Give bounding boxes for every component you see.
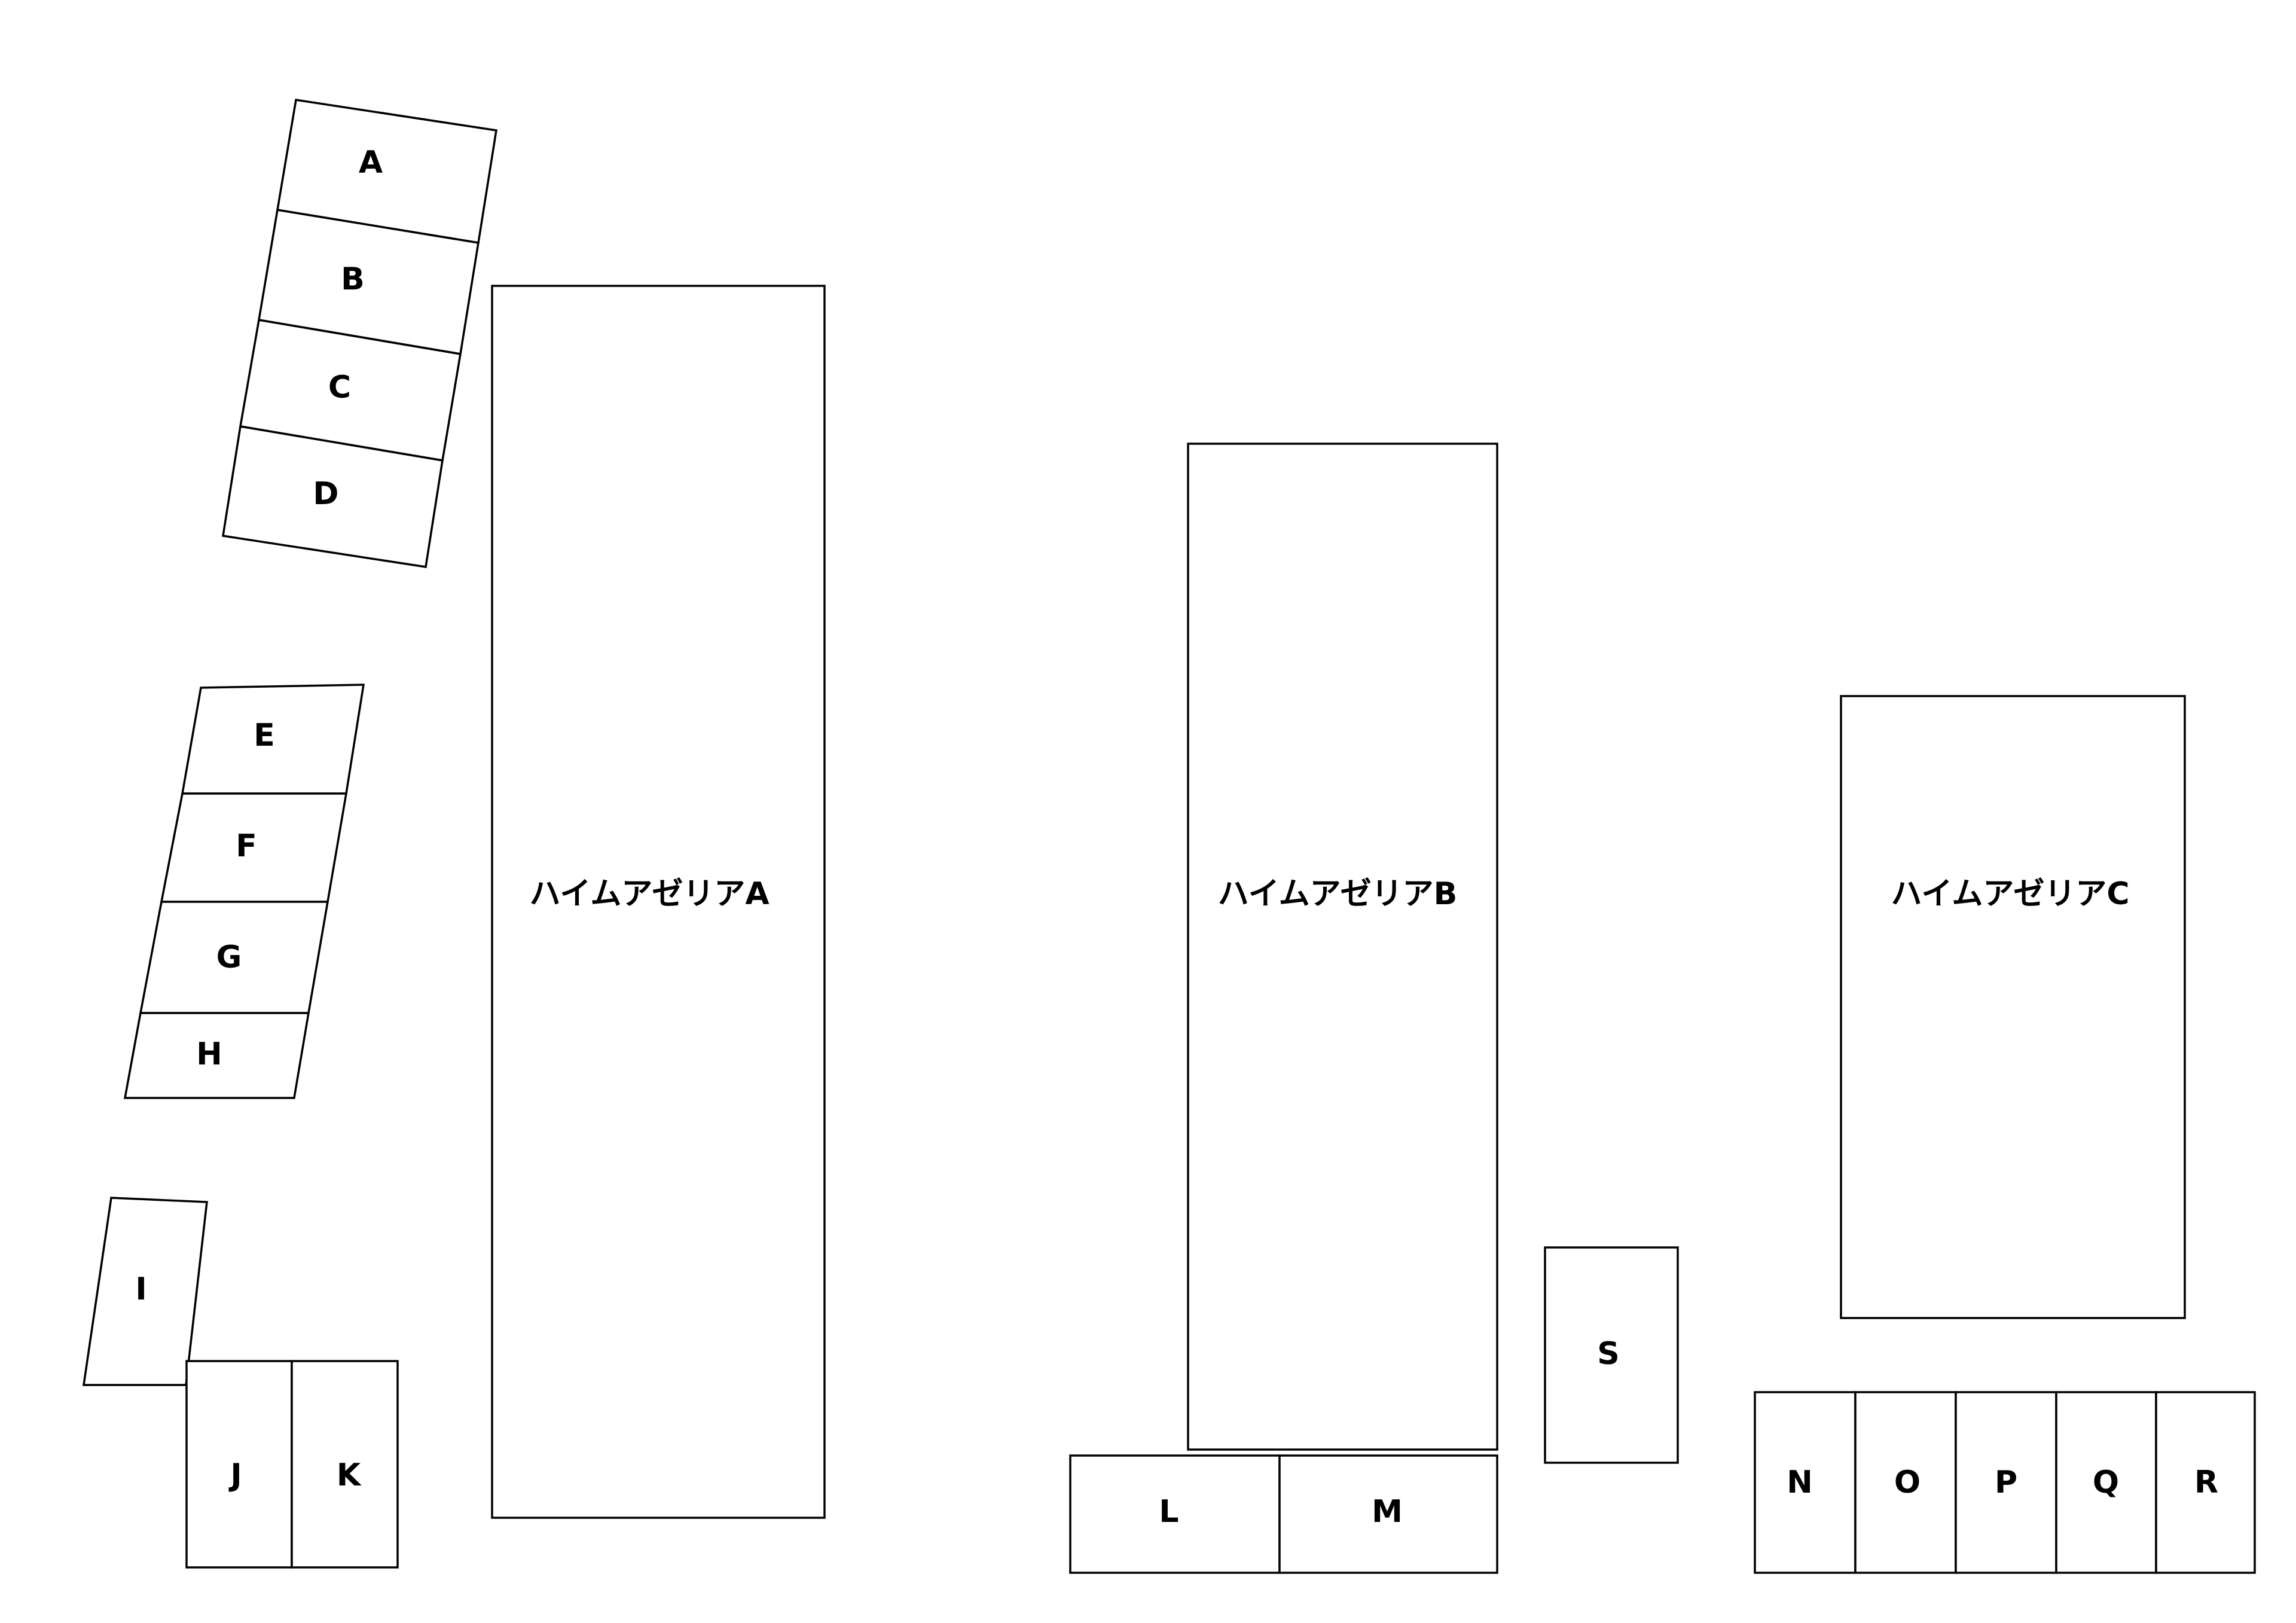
plot-label-o: O: [1894, 1465, 1921, 1500]
building-c-label: ハイムアゼリアC: [1891, 876, 2129, 912]
plot-label-e: E: [254, 718, 275, 753]
plot-k[interactable]: [291, 1360, 399, 1569]
plot-label-c: C: [328, 370, 351, 405]
building-c-outline[interactable]: [1840, 695, 2186, 1319]
plot-label-j: J: [228, 1457, 242, 1493]
plot-r[interactable]: [2155, 1391, 2256, 1574]
plot-label-p: P: [1995, 1465, 2017, 1500]
plot-group-l-m: L M: [1069, 1454, 1498, 1574]
plot-d[interactable]: [221, 425, 444, 568]
plot-o[interactable]: [1854, 1391, 1957, 1574]
building-b-label: ハイムアゼリアB: [1218, 876, 1458, 912]
plot-group-e-h: E F G H: [123, 684, 365, 1099]
plot-j[interactable]: [185, 1360, 293, 1569]
plot-label-m: M: [1372, 1494, 1403, 1530]
plot-group-n-r: N O P Q R: [1754, 1391, 2256, 1574]
plot-label-n: N: [1787, 1465, 1813, 1500]
building-b-outline[interactable]: [1187, 443, 1498, 1451]
plot-label-r: R: [2194, 1465, 2218, 1500]
plot-n[interactable]: [1754, 1391, 1857, 1574]
building-b: ハイムアゼリアB: [1187, 443, 1498, 1451]
plot-label-q: Q: [2093, 1465, 2119, 1500]
plot-s[interactable]: [1544, 1246, 1679, 1464]
building-a-outline[interactable]: [491, 285, 826, 1519]
building-a-label: ハイムアゼリアA: [529, 876, 769, 912]
plot-label-b: B: [341, 261, 365, 297]
plot-label-k: K: [337, 1457, 362, 1493]
plot-l[interactable]: [1069, 1454, 1281, 1574]
plot-label-i: I: [135, 1271, 146, 1307]
plot-label-s: S: [1597, 1336, 1619, 1372]
plot-label-f: F: [236, 828, 257, 864]
plot-label-h: H: [196, 1036, 222, 1072]
building-c: ハイムアゼリアC: [1840, 695, 2186, 1319]
plot-h[interactable]: [123, 1012, 310, 1099]
plot-label-d: D: [313, 476, 338, 512]
plot-m[interactable]: [1278, 1454, 1498, 1574]
plot-label-l: L: [1159, 1494, 1178, 1530]
building-a: ハイムアゼリアA: [491, 285, 826, 1519]
plot-label-a: A: [359, 145, 383, 181]
plot-p[interactable]: [1955, 1391, 2057, 1574]
plot-q[interactable]: [2055, 1391, 2157, 1574]
plot-group-a-d: A B C D: [221, 99, 498, 568]
plot-group-s: S: [1544, 1246, 1679, 1464]
plot-label-g: G: [216, 939, 242, 975]
plot-group-i-k: I J K: [82, 1197, 399, 1569]
